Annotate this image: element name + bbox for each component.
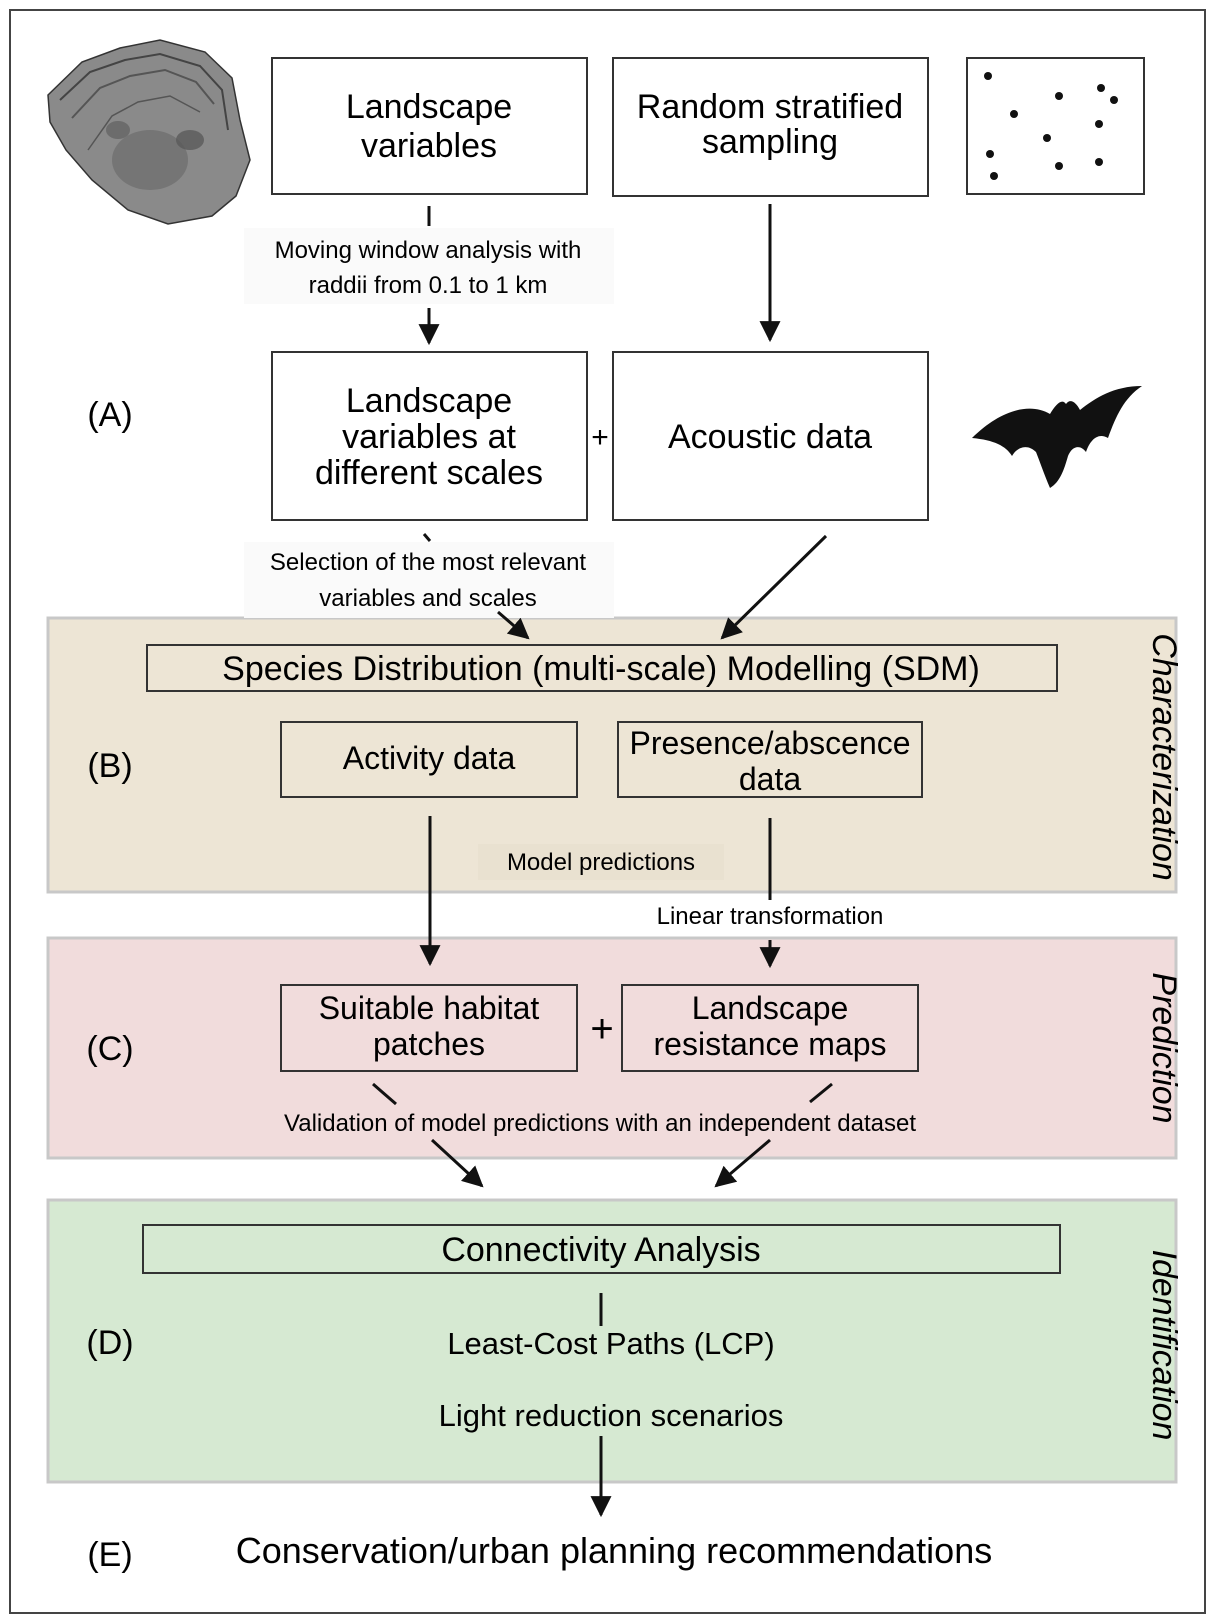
section-label-e: (E)	[87, 1536, 132, 1574]
activity-data-label: Activity data	[343, 740, 516, 776]
identification-band	[46, 1198, 1178, 1484]
connectivity-analysis-label: Connectivity Analysis	[441, 1231, 760, 1269]
selection-note-bg	[244, 542, 614, 618]
side-label-characterization: Characterization	[1145, 633, 1183, 881]
acoustic-data-label: Acoustic data	[668, 418, 872, 456]
resistance-maps-line1: Landscape	[692, 990, 849, 1026]
bat-silhouette-icon	[972, 386, 1142, 488]
section-label-a: (A)	[87, 396, 132, 434]
connector-selection-top	[422, 533, 432, 542]
moving-window-note-line2: raddii from 0.1 to 1 km	[309, 272, 548, 299]
figure-frame	[9, 9, 1206, 1614]
side-label-identification: Identification	[1145, 1250, 1183, 1441]
resistance-maps-box	[621, 984, 919, 1072]
linear-transformation-bg	[636, 901, 898, 935]
acoustic-data-box	[612, 351, 929, 521]
selection-note-line2: variables and scales	[319, 585, 536, 612]
recommendations-label: Conservation/urban planning recommendati…	[236, 1530, 992, 1571]
suitable-habitat-box	[280, 984, 578, 1072]
landscape-variables-line1: Landscape	[346, 88, 512, 126]
activity-data-box	[280, 721, 578, 798]
random-sampling-box	[612, 57, 929, 197]
lcp-label: Least-Cost Paths (LCP)	[447, 1326, 774, 1361]
model-predictions-label: Model predictions	[507, 849, 695, 876]
arrow-validation-left	[430, 1138, 484, 1188]
suitable-habitat-line2: patches	[373, 1026, 485, 1062]
arrow-validation-right	[714, 1138, 771, 1188]
linear-transformation-label: Linear transformation	[657, 903, 884, 930]
side-label-prediction: Prediction	[1145, 972, 1183, 1123]
suitable-habitat-line1: Suitable habitat	[319, 990, 540, 1026]
moving-window-note-line1: Moving window analysis with	[275, 237, 582, 264]
random-sampling-line1: Random stratified	[637, 88, 903, 126]
plus-sign-a: +	[591, 421, 609, 454]
presence-absence-line1: Presence/abscence	[629, 725, 910, 761]
arrow-acoustic-to-sdm	[720, 534, 828, 640]
landscape-variables-line2: variables	[361, 127, 497, 165]
landscape-multiscale-box	[271, 351, 588, 521]
section-label-c: (C)	[86, 1030, 133, 1068]
connectivity-analysis-box	[142, 1224, 1061, 1274]
presence-absence-line2: data	[739, 761, 801, 797]
moving-window-note-bg	[244, 228, 614, 304]
arrow-selection-to-sdm	[497, 610, 530, 640]
multiscale-line1: Landscape	[346, 382, 512, 420]
presence-absence-box	[617, 721, 923, 798]
multiscale-line3: different scales	[315, 454, 543, 492]
sdm-box	[146, 644, 1058, 692]
random-sampling-line2: sampling	[702, 123, 838, 161]
selection-note-line1: Selection of the most relevant	[270, 549, 587, 576]
landscape-map-icon	[47, 39, 251, 225]
sdm-label: Species Distribution (multi-scale) Model…	[222, 650, 980, 688]
landscape-variables-box	[271, 57, 588, 195]
connector-habitat-validation	[372, 1082, 397, 1106]
sampling-points-icon	[966, 57, 1145, 195]
connector-resistance-validation	[809, 1082, 833, 1104]
section-label-b: (B)	[87, 747, 132, 785]
light-reduction-label: Light reduction scenarios	[439, 1398, 784, 1433]
section-label-d: (D)	[86, 1324, 133, 1362]
plus-sign-c: +	[590, 1007, 613, 1051]
resistance-maps-line2: resistance maps	[654, 1026, 887, 1062]
validation-note: Validation of model predictions with an …	[284, 1110, 916, 1137]
multiscale-line2: variables at	[342, 418, 516, 456]
prediction-band	[46, 936, 1178, 1160]
model-predictions-bg	[478, 844, 724, 880]
